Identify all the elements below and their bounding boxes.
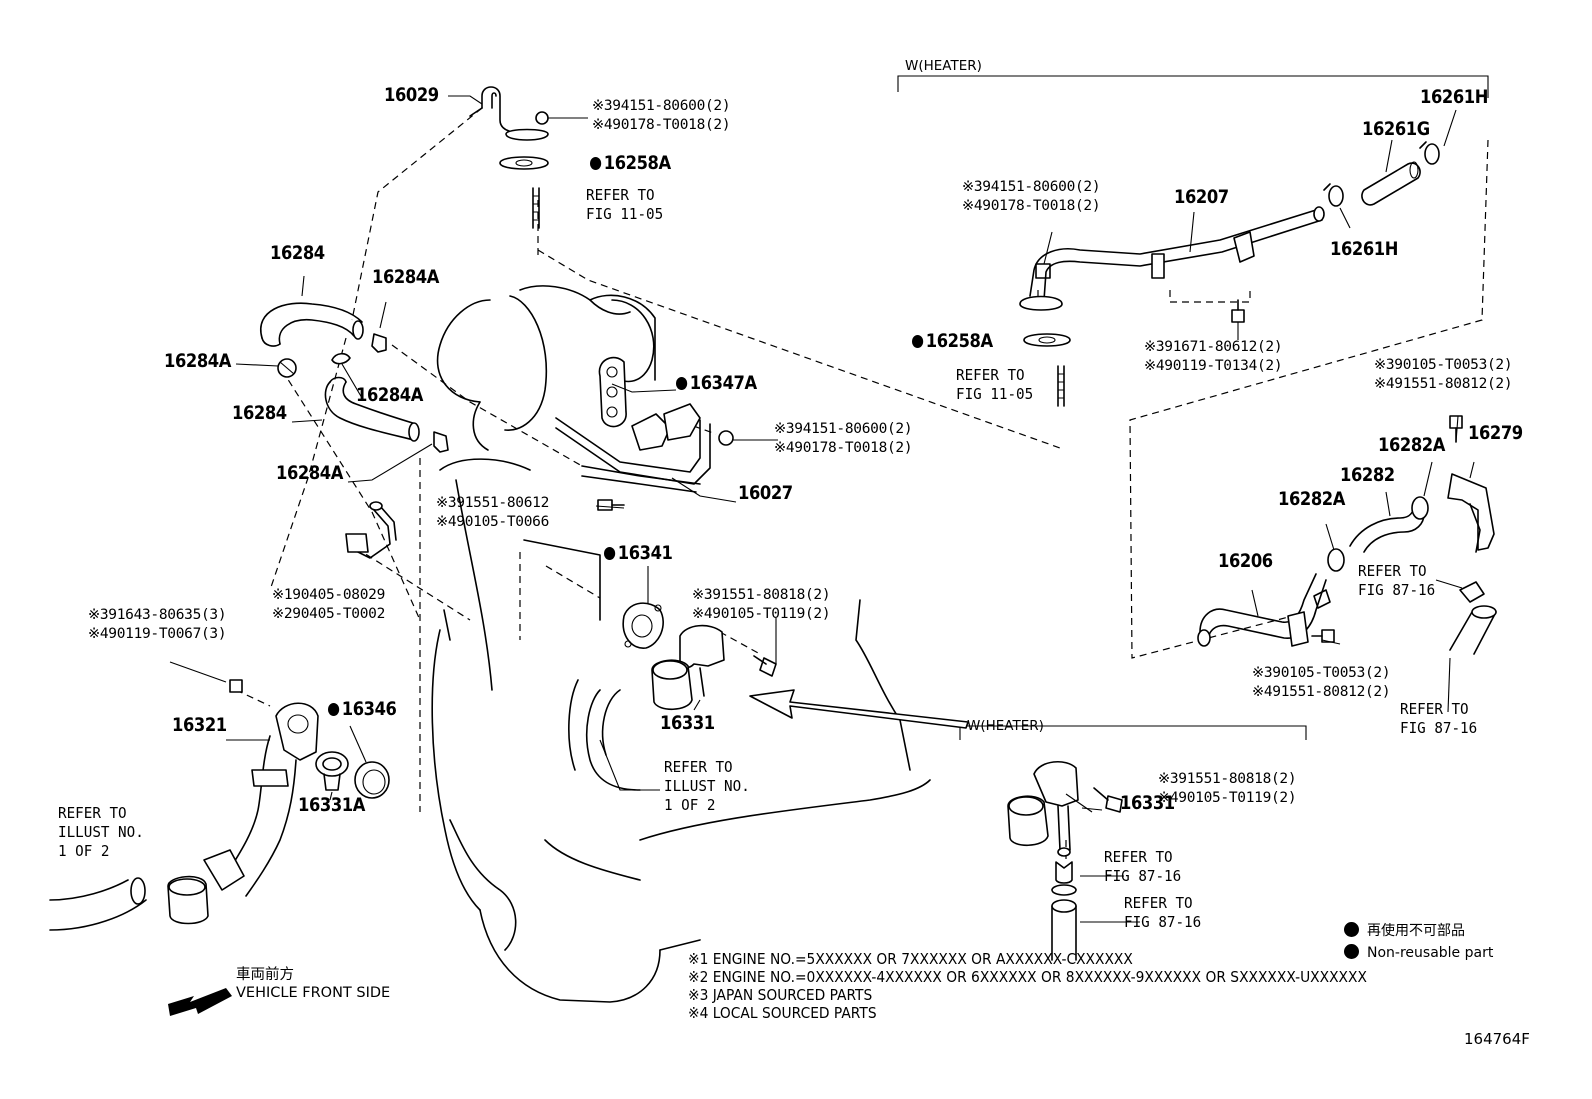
part-16331-heater-inlet [1007,761,1079,961]
part-small-elbow-hose [345,501,397,559]
part-16331A-thermostat [315,751,349,791]
part-16282-hoses [1313,496,1429,609]
part-16206-heater-pipe [1197,573,1327,647]
view-direction-arrow [749,689,969,729]
part-16027-pipe [555,403,734,493]
heater-group-bracket-bottom [959,725,1307,740]
part-16279-bracket [1447,473,1495,553]
part-16331-water-inlet [651,624,725,711]
part-16029-pipe [469,86,549,229]
part-left-radiator-hose [49,877,147,931]
part-16261H-clamps [1323,141,1440,207]
vehicle-front-arrow [168,988,232,1016]
leader-lines [169,95,1475,923]
heater-group-bracket-top [897,75,1489,98]
part-right-heater-hose [1449,581,1497,655]
part-16284-hoses [259,302,449,453]
bolt-icons [229,263,1463,813]
part-16347A-gasket [598,356,627,428]
part-16346-gasket [354,761,390,799]
part-16321-water-outlet [167,702,319,925]
part-16207-heater-pipe [1019,206,1325,407]
part-16341-gasket [622,602,664,649]
assembly-dashed-lines [235,107,1489,862]
part-16261G-hose [1361,161,1421,206]
